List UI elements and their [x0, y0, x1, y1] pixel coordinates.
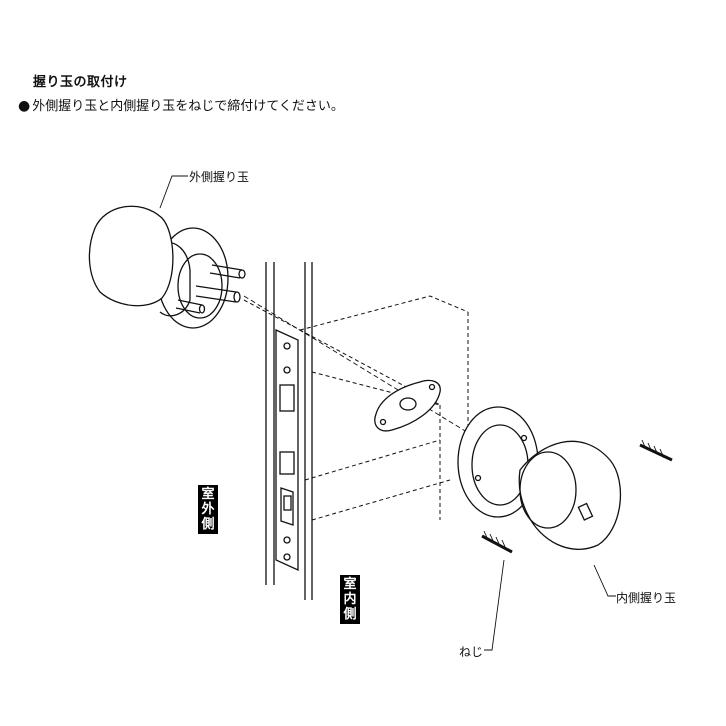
exterior-char: 側 — [201, 517, 215, 532]
interior-char: 内 — [343, 592, 357, 607]
instruction: ●外側握り玉と内側握り玉をねじで締付けてください。 — [18, 95, 344, 114]
center-axis — [243, 295, 481, 441]
latch-plate — [275, 328, 299, 572]
bullet-mark: ● — [18, 98, 31, 114]
interior-side-tag: 室 内 側 — [340, 575, 360, 624]
interior-char: 室 — [343, 577, 357, 592]
inner-knob-label: 内側握り玉 — [616, 591, 677, 605]
outer-knob — [88, 205, 246, 329]
leader-lines — [159, 175, 616, 651]
instruction-text: 外側握り玉と内側握り玉をねじで締付けてください。 — [32, 99, 344, 114]
outer-knob-label: 外側握り玉 — [189, 170, 250, 184]
inner-knob — [457, 406, 622, 550]
screw-bottom — [481, 530, 513, 554]
exterior-side-tag: 室 外 側 — [198, 485, 218, 534]
screw-right — [639, 439, 673, 462]
door-edge — [265, 262, 313, 600]
rosette-plate — [374, 379, 441, 432]
page-title: 握り玉の取付け — [33, 75, 128, 90]
interior-char: 側 — [343, 607, 357, 622]
exterior-char: 外 — [201, 502, 215, 517]
screw-label: ねじ — [459, 645, 484, 659]
exterior-char: 室 — [201, 487, 215, 502]
